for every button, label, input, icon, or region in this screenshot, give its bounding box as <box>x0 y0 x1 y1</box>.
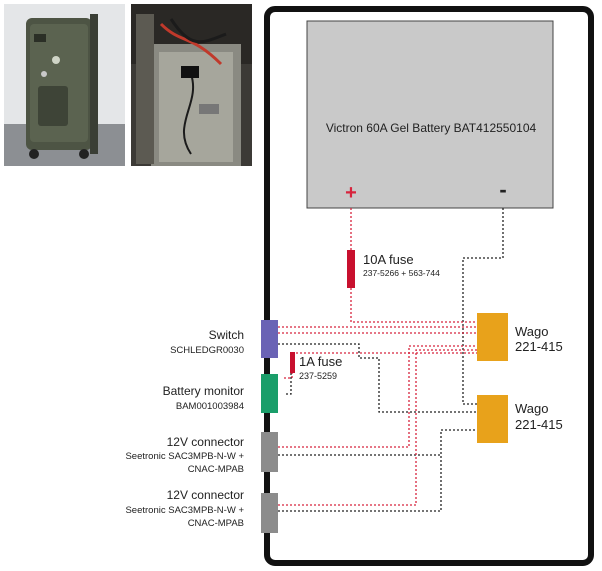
small-fuse <box>290 352 295 373</box>
main-fuse <box>347 250 355 288</box>
connector-2-part-line2: CNAC-MPAB <box>188 518 244 529</box>
connector-1-title: 12V connector <box>167 435 244 449</box>
positive-wires <box>278 208 478 506</box>
connector-2-block <box>261 493 278 533</box>
case-photo <box>4 4 125 166</box>
small-fuse-part: 237-5259 <box>299 371 337 381</box>
case-enclosure <box>264 6 594 566</box>
wago-2-name: Wago <box>515 401 548 416</box>
wago-1 <box>477 313 508 361</box>
switch-part: SCHLEDGR0030 <box>170 345 244 356</box>
battery-monitor-block <box>261 374 278 413</box>
small-fuse-title: 1A fuse <box>299 354 342 369</box>
connector-2-part-line1: Seetronic SAC3MPB-N-W + <box>125 505 244 516</box>
connector-2-title: 12V connector <box>167 488 244 502</box>
main-fuse-title: 10A fuse <box>363 252 414 267</box>
wago-1-name: Wago <box>515 324 548 339</box>
connector-1-part-line2: CNAC-MPAB <box>188 464 244 475</box>
connector-1-part-line1: Seetronic SAC3MPB-N-W + <box>125 451 244 462</box>
wago-2-model: 221-415 <box>515 417 563 432</box>
switch-title: Switch <box>209 328 244 342</box>
battery-body <box>306 20 554 209</box>
wago-2 <box>477 395 508 443</box>
wiring-photo <box>131 4 252 166</box>
switch-block <box>261 320 278 358</box>
battery-positive-terminal: + <box>345 182 357 204</box>
battery-label: Victron 60A Gel Battery BAT412550104 <box>326 121 537 135</box>
main-fuse-part: 237-5266 + 563-744 <box>363 268 440 278</box>
battery-negative-terminal: - <box>499 177 506 202</box>
battery-monitor-title: Battery monitor <box>163 384 244 398</box>
connector-1-block <box>261 432 278 472</box>
wago-1-model: 221-415 <box>515 339 563 354</box>
battery-monitor-part: BAM001003984 <box>176 401 244 412</box>
